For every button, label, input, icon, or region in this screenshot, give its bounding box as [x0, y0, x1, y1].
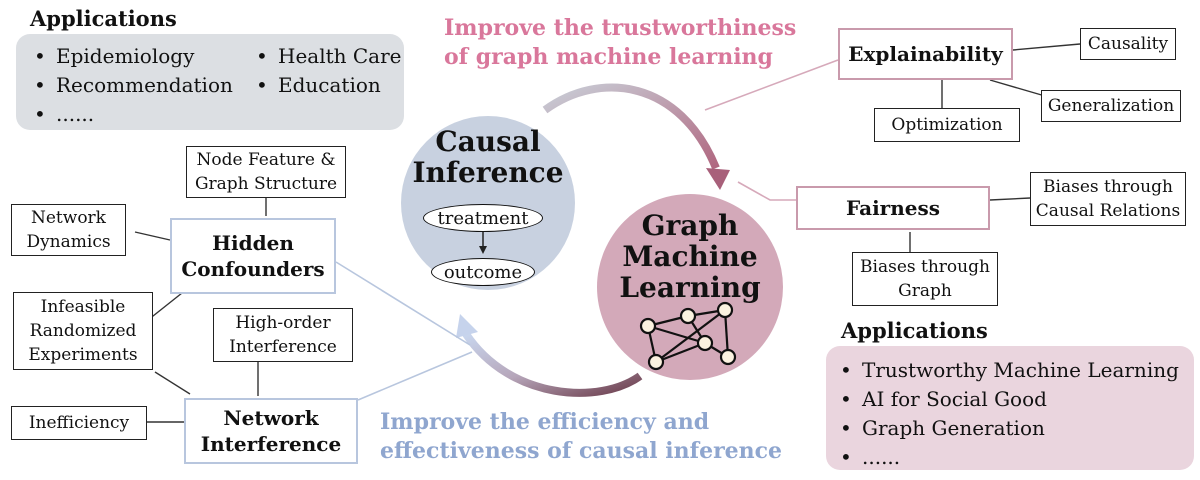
graph-ml-circle: [597, 194, 783, 380]
cycle-arrow-top: [542, 83, 720, 170]
treatment-node: treatment: [423, 204, 543, 232]
list-item: Epidemiology: [30, 42, 233, 71]
inefficiency-box: Inefficiency: [11, 406, 147, 440]
causal-inference-circle: [401, 116, 575, 290]
list-item: Recommendation: [30, 71, 233, 100]
cycle-arrow-top-head: [706, 168, 730, 190]
caption-efficiency: Improve the efficiency and effectiveness…: [380, 409, 783, 464]
applications-panel-top: Epidemiology Recommendation ...... Healt…: [16, 34, 404, 130]
treatment-outcome-arrowhead: [479, 246, 487, 254]
applications-list-bottom: Trustworthy Machine Learning AI for Soci…: [836, 356, 1179, 472]
biases-graph-box: Biases through Graph: [852, 252, 998, 306]
list-item: ......: [30, 100, 233, 129]
connector-fairness: [737, 181, 797, 201]
applications-panel-bottom: Trustworthy Machine Learning AI for Soci…: [826, 346, 1194, 472]
graph-ml-title: Graph Machine Learning: [619, 209, 761, 304]
list-item: Education: [252, 71, 402, 100]
connector-infeasible: [147, 292, 183, 321]
optimization-box: Optimization: [874, 108, 1020, 142]
cycle-arrow-bottom-head: [456, 314, 478, 338]
applications-heading-bottom: Applications: [841, 318, 988, 343]
causality-box: Causality: [1080, 28, 1176, 60]
list-item: Trustworthy Machine Learning: [836, 356, 1179, 385]
applications-list-left: Epidemiology Recommendation ......: [30, 42, 233, 129]
generalization-box: Generalization: [1041, 90, 1181, 122]
caption-trustworthiness: Improve the trustworthiness of graph mac…: [444, 15, 797, 70]
explainability-box: Explainability: [838, 28, 1013, 80]
high-order-interference-box: High-order Interference: [213, 308, 353, 362]
list-item: AI for Social Good: [836, 385, 1179, 414]
network-graph-icon: [639, 301, 737, 371]
connector-network-interference: [357, 351, 473, 401]
connector-infeasible-interference: [154, 371, 191, 395]
outcome-node: outcome: [431, 258, 535, 286]
biases-causal-relations-box: Biases through Causal Relations: [1030, 172, 1186, 226]
network-dynamics-box: Network Dynamics: [11, 204, 126, 256]
applications-heading-top: Applications: [30, 6, 177, 31]
network-interference-box: Network Interference: [184, 398, 358, 464]
infeasible-experiments-box: Infeasible Randomized Experiments: [13, 292, 153, 370]
applications-list-right: Health Care Education: [252, 42, 402, 100]
connector-network-dynamics: [134, 231, 171, 241]
fairness-box: Fairness: [796, 186, 990, 230]
node-feature-box: Node Feature & Graph Structure: [186, 146, 346, 198]
list-item: ......: [836, 443, 1179, 472]
list-item: Health Care: [252, 42, 402, 71]
cycle-arrow-bottom: [462, 331, 643, 397]
list-item: Graph Generation: [836, 414, 1179, 443]
connector-explainability: [704, 59, 839, 111]
connector-hidden-confounders: [335, 261, 471, 346]
causal-inference-title: Causal Inference: [412, 125, 564, 189]
connector-causality: [1012, 43, 1081, 51]
connector-generalization: [989, 79, 1046, 97]
hidden-confounders-box: Hidden Confounders: [170, 218, 336, 294]
connector-biases-causal: [989, 197, 1031, 201]
